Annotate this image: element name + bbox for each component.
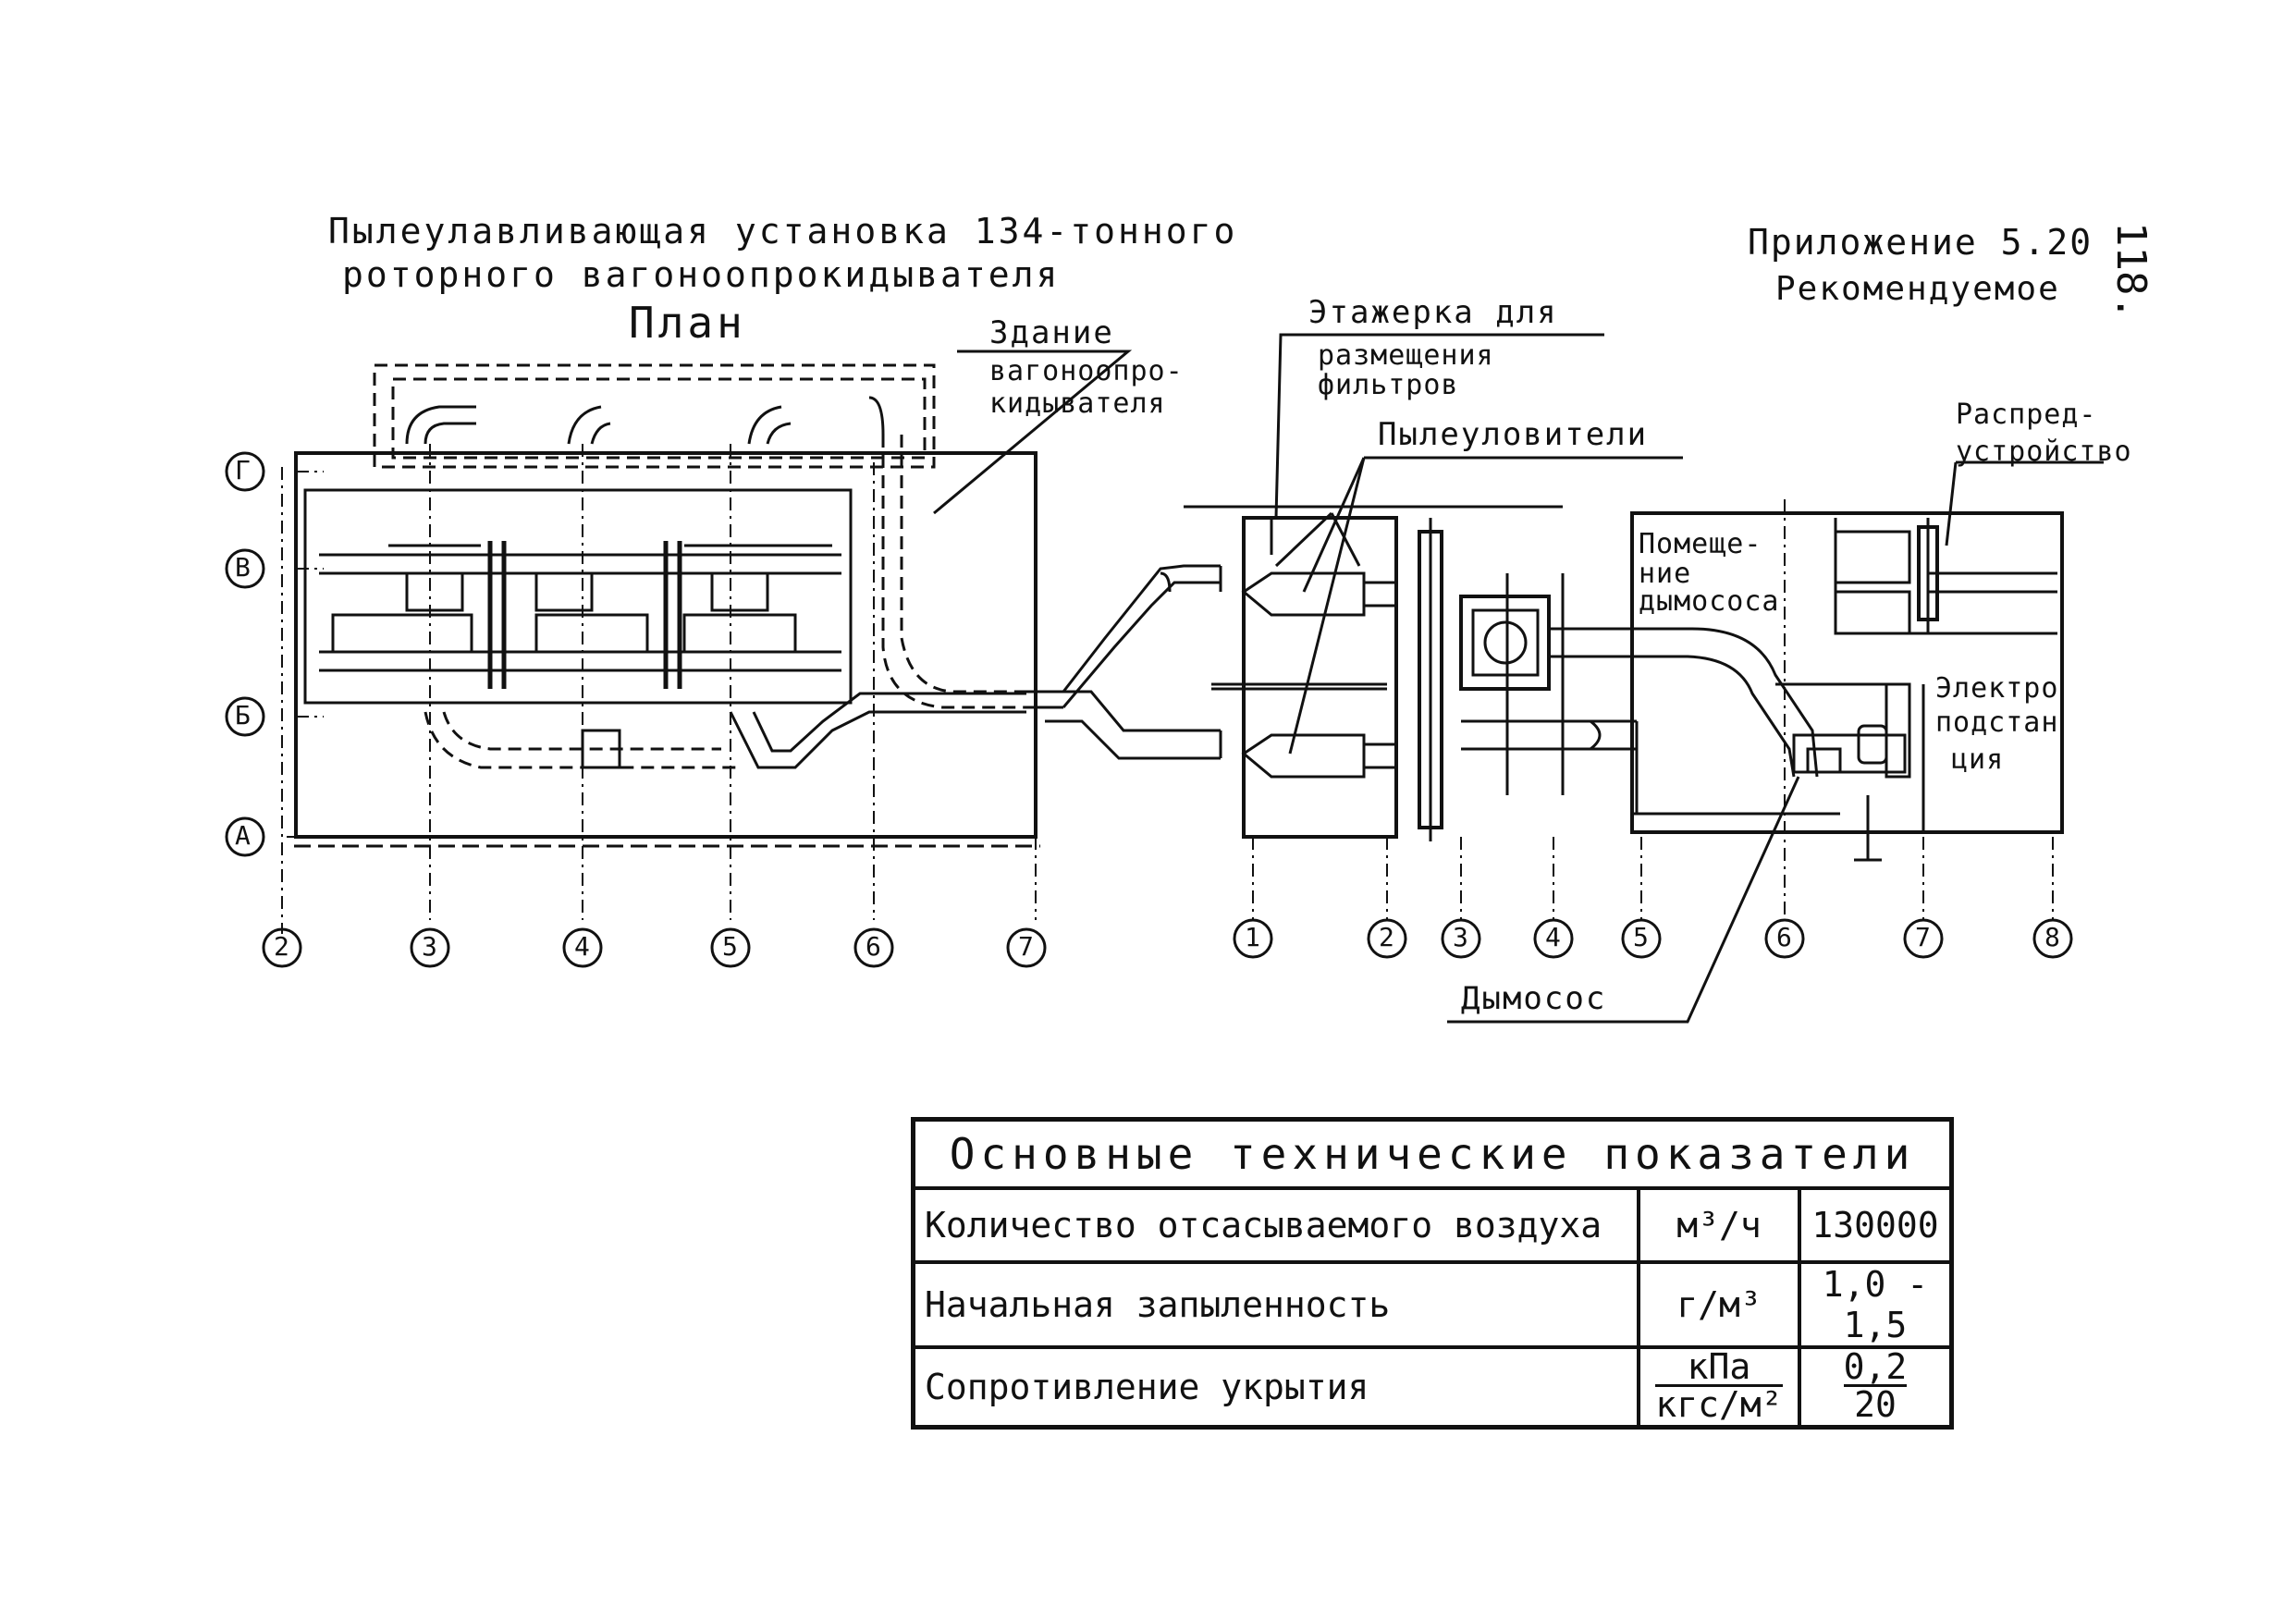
substation-label-3: ция <box>1951 743 2005 776</box>
drawing-title-line2: роторного вагоноопрокидывателя <box>342 254 1061 295</box>
building-outline <box>294 363 1040 848</box>
axis-label-col-7: 7 <box>1018 931 1034 962</box>
appendix-status: Рекомендуемое <box>1775 270 2060 308</box>
axis-label-right-4: 4 <box>1545 922 1561 952</box>
bottom-duct <box>424 692 1026 769</box>
exhauster-room-label-1: Помеще- <box>1639 528 1762 560</box>
value-kpa: 0,2 <box>1843 1346 1908 1387</box>
axis-label-col-6: 6 <box>866 931 881 962</box>
appendix-label: Приложение 5.20 <box>1748 222 2093 263</box>
axis-label-col-2: 2 <box>274 931 289 962</box>
filter-stand-label-2: размещения <box>1318 339 1494 372</box>
unit-kpa: кПа <box>1655 1349 1783 1387</box>
spec-table: Основные технические показатели Количест… <box>911 1117 1954 1430</box>
drawing-title-line1: Пылеулавливающая установка 134-тонного <box>328 211 1238 252</box>
spec-row-name: Сопротивление укрытия <box>911 1345 1640 1430</box>
switchgear-label-2: устройство <box>1956 436 2132 468</box>
axis-label-right-2: 2 <box>1379 922 1394 952</box>
axis-label-right-5: 5 <box>1633 922 1649 952</box>
substation-label-1: Электро <box>1935 672 2059 705</box>
table-row: Количество отсасываемого воздуха м³/ч 13… <box>911 1186 1954 1264</box>
building-label-2: вагоноопро- <box>989 355 1184 387</box>
table-row: Начальная запыленность г/м³ 1,0 - 1,5 <box>911 1260 1954 1349</box>
exhauster-label: Дымосос <box>1461 980 1607 1017</box>
filter-stand-label-3: фильтров <box>1318 369 1459 401</box>
spec-row-name: Количество отсасываемого воздуха <box>911 1186 1640 1264</box>
axis-label-row-g: Г <box>235 455 251 485</box>
axis-lines-right <box>1252 499 2054 920</box>
axis-label-right-8: 8 <box>2044 922 2060 952</box>
axis-label-row-b: Б <box>235 700 251 730</box>
axis-lines-left <box>281 444 1037 934</box>
filter-stand-label-1: Этажерка для <box>1308 294 1558 331</box>
axis-bubbles <box>225 451 2073 968</box>
spec-row-value: 1,0 - 1,5 <box>1798 1260 1954 1349</box>
filter-stand <box>1184 505 1563 839</box>
spec-row-name: Начальная запыленность <box>911 1260 1640 1349</box>
wagon-tippler <box>319 541 841 689</box>
axis-label-row-a: А <box>235 820 251 851</box>
axis-label-col-5: 5 <box>722 931 738 962</box>
spec-row-unit: м³/ч <box>1637 1186 1801 1264</box>
main-duct <box>1026 564 1222 760</box>
dust-collectors-label: Пылеуловители <box>1378 416 1649 453</box>
substation-label-2: подстан <box>1935 706 2059 739</box>
exhauster-building <box>1630 511 2064 862</box>
axis-label-right-7: 7 <box>1915 922 1931 952</box>
building-label-1: Здание <box>989 314 1114 351</box>
switchgear-label-1: Распред- <box>1956 399 2097 431</box>
axis-label-col-3: 3 <box>422 931 437 962</box>
support-columns <box>1418 518 1637 841</box>
leader-lines <box>933 333 2104 1024</box>
spec-row-unit: г/м³ <box>1637 1260 1801 1349</box>
exhauster-room-label-3: дымососа <box>1639 585 1780 618</box>
axis-label-col-4: 4 <box>574 931 590 962</box>
spec-table-title: Основные технические показатели <box>911 1117 1954 1190</box>
top-duct-branches <box>405 396 885 445</box>
exhauster-room-label-2: ние <box>1639 558 1692 590</box>
axis-label-row-v: В <box>235 552 251 583</box>
unit-kgf: кгс/м² <box>1655 1384 1783 1425</box>
plan-heading: План <box>629 298 746 348</box>
spec-row-value: 130000 <box>1798 1186 1954 1264</box>
axis-label-right-1: 1 <box>1245 922 1260 952</box>
axis-label-right-6: 6 <box>1776 922 1792 952</box>
value-kgf: 20 <box>1854 1384 1897 1425</box>
axis-label-right-3: 3 <box>1453 922 1468 952</box>
building-label-3: кидывателя <box>989 387 1166 420</box>
